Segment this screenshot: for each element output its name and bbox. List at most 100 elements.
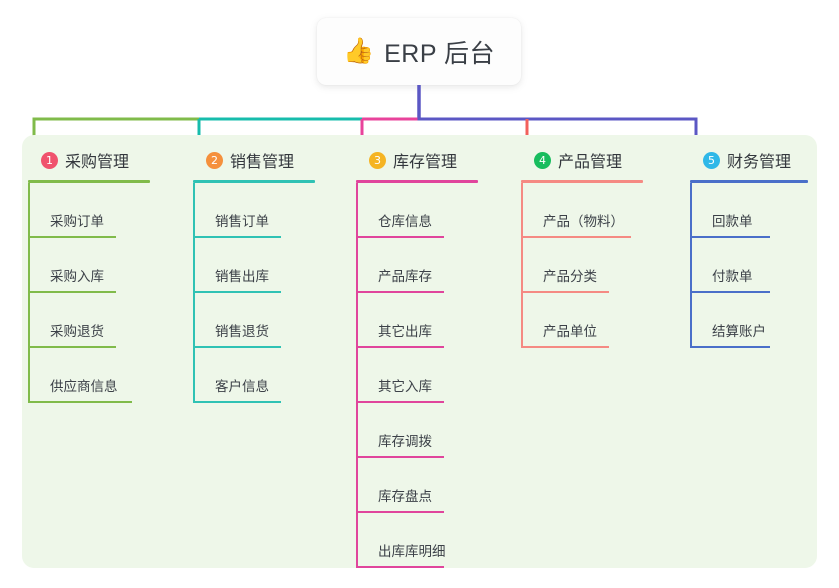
item-rail (356, 513, 358, 568)
item-underline (690, 346, 770, 348)
item-rail (356, 403, 358, 458)
item-label: 采购入库 (50, 269, 104, 284)
column-items-1: 采购订单采购入库采购退货供应商信息 (28, 183, 188, 403)
column-title-5: 财务管理 (727, 154, 792, 171)
item-rail (521, 183, 523, 238)
item-label: 其它出库 (378, 324, 432, 339)
column-items-4: 产品（物料） 产品分类产品单位 (521, 183, 686, 348)
item-rail (356, 183, 358, 238)
item-underline (356, 346, 444, 348)
module-item[interactable]: 出库库明细 (356, 513, 474, 568)
column-title-4: 产品管理 (558, 154, 623, 171)
module-item[interactable]: 采购订单 (28, 183, 146, 238)
item-rail (690, 293, 692, 348)
column-badge-4: 4 (534, 151, 551, 169)
item-label: 采购订单 (50, 214, 104, 229)
item-rail (690, 183, 692, 238)
module-item[interactable]: 销售订单 (193, 183, 311, 238)
item-underline (193, 236, 281, 238)
module-column-1: 1 采购管理采购订单采购入库采购退货供应商信息 (28, 145, 188, 403)
module-column-2: 2 销售管理销售订单销售出库销售退货客户信息 (193, 145, 353, 403)
module-item[interactable]: 客户信息 (193, 348, 311, 403)
item-rail (521, 238, 523, 293)
item-label: 销售退货 (215, 324, 269, 339)
item-label: 库存调拨 (378, 434, 432, 449)
item-underline (28, 346, 116, 348)
item-label: 产品（物料） (543, 214, 624, 229)
item-underline (356, 566, 444, 568)
item-label: 客户信息 (215, 379, 269, 394)
module-item[interactable]: 产品分类 (521, 238, 639, 293)
column-header-5[interactable]: 5 财务管理 (690, 145, 820, 175)
column-rule-2 (193, 180, 315, 183)
column-header-1[interactable]: 1 采购管理 (28, 145, 188, 175)
module-item[interactable]: 其它出库 (356, 293, 474, 348)
column-header-4[interactable]: 4 产品管理 (521, 145, 686, 175)
item-label: 产品库存 (378, 269, 432, 284)
module-item[interactable]: 库存盘点 (356, 458, 474, 513)
root-title-inner: 👍 ERP 后台 (343, 34, 495, 70)
item-label: 付款单 (712, 269, 753, 284)
column-items-5: 回款单付款单结算账户 (690, 183, 820, 348)
module-item[interactable]: 付款单 (690, 238, 800, 293)
module-item[interactable]: 产品（物料） (521, 183, 639, 238)
item-rail (193, 238, 195, 293)
item-underline (356, 236, 444, 238)
item-rail (193, 293, 195, 348)
item-underline (690, 291, 770, 293)
column-badge-2: 2 (206, 151, 223, 169)
item-underline (690, 236, 770, 238)
item-underline (28, 291, 116, 293)
column-badge-5: 5 (703, 151, 720, 169)
column-header-2[interactable]: 2 销售管理 (193, 145, 353, 175)
column-badge-3: 3 (369, 151, 386, 169)
column-rule-1 (28, 180, 150, 183)
column-title-2: 销售管理 (230, 154, 295, 171)
module-item[interactable]: 产品库存 (356, 238, 474, 293)
column-badge-1: 1 (41, 151, 58, 169)
item-underline (28, 401, 132, 403)
module-item[interactable]: 回款单 (690, 183, 800, 238)
thumbs-up-icon: 👍 (342, 37, 375, 65)
item-rail (356, 293, 358, 348)
module-item[interactable]: 供应商信息 (28, 348, 146, 403)
module-item[interactable]: 采购退货 (28, 293, 146, 348)
item-underline (193, 291, 281, 293)
item-underline (356, 291, 444, 293)
column-rule-5 (690, 180, 808, 183)
item-label: 库存盘点 (378, 489, 432, 504)
item-rail (28, 348, 30, 403)
item-underline (193, 401, 281, 403)
column-items-2: 销售订单销售出库销售退货客户信息 (193, 183, 353, 403)
item-label: 仓库信息 (378, 214, 432, 229)
column-rule-4 (521, 180, 643, 183)
item-rail (356, 458, 358, 513)
item-underline (521, 291, 609, 293)
module-item[interactable]: 库存调拨 (356, 403, 474, 458)
item-label: 销售出库 (215, 269, 269, 284)
modules-panel: 1 采购管理采购订单采购入库采购退货供应商信息 2 销售管理销售订单销售出库销售退货客… (22, 135, 817, 568)
item-underline (356, 401, 444, 403)
module-item[interactable]: 其它入库 (356, 348, 474, 403)
module-item[interactable]: 销售退货 (193, 293, 311, 348)
item-rail (521, 293, 523, 348)
module-item[interactable]: 产品单位 (521, 293, 639, 348)
item-label: 结算账户 (712, 324, 766, 339)
item-rail (28, 293, 30, 348)
item-rail (356, 348, 358, 403)
column-items-3: 仓库信息产品库存其它出库其它入库库存调拨库存盘点出库库明细 (356, 183, 521, 568)
module-item[interactable]: 结算账户 (690, 293, 800, 348)
module-item[interactable]: 仓库信息 (356, 183, 474, 238)
module-item[interactable]: 采购入库 (28, 238, 146, 293)
item-underline (356, 456, 444, 458)
root-title-card[interactable]: 👍 ERP 后台 (317, 18, 521, 85)
item-label: 其它入库 (378, 379, 432, 394)
module-item[interactable]: 销售出库 (193, 238, 311, 293)
item-underline (521, 346, 609, 348)
item-rail (28, 238, 30, 293)
column-title-1: 采购管理 (65, 154, 130, 171)
item-label: 产品分类 (543, 269, 597, 284)
page-title: ERP 后台 (384, 39, 496, 68)
item-rail (356, 238, 358, 293)
